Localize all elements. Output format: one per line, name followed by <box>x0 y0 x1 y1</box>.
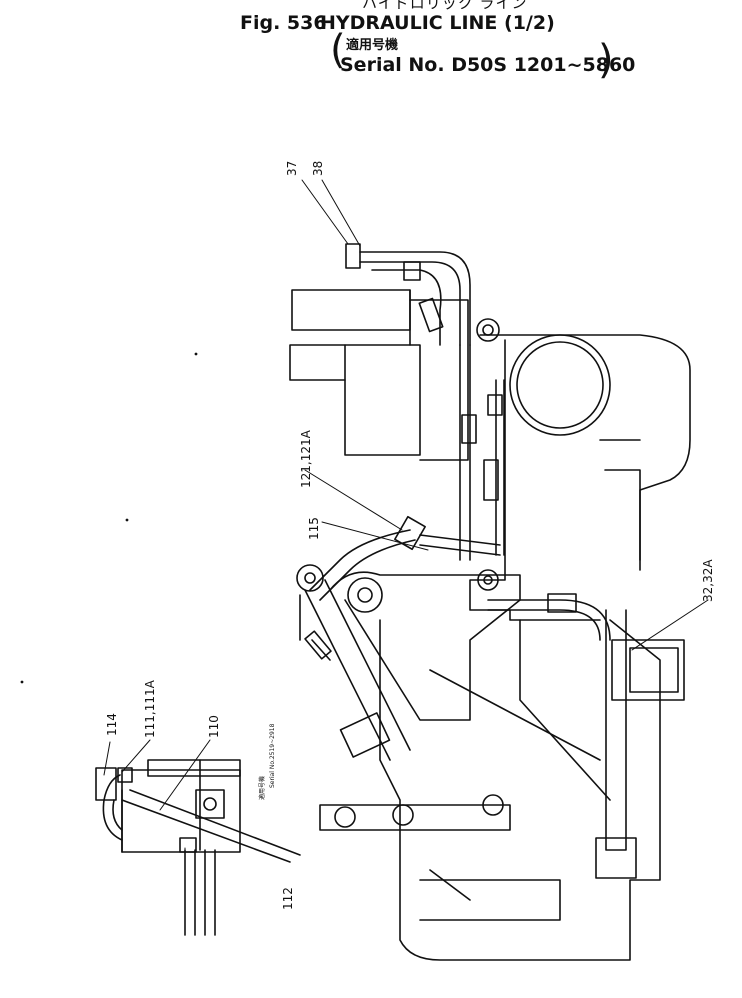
hose-top-2 <box>359 261 461 346</box>
figure-title: HYDRAULIC LINE (1/2) <box>320 12 555 34</box>
coupler-right <box>547 593 577 613</box>
inset-applicable-label: 適用号機 <box>258 776 266 800</box>
japanese-title: ハイドロリック ライン <box>362 0 528 12</box>
callout-112: 112 <box>281 887 295 910</box>
hose-right-loop <box>487 599 611 641</box>
inset-hose-diagonal-b <box>121 799 291 863</box>
link-pin-left <box>334 806 356 828</box>
link-pin-mid <box>392 804 414 826</box>
fitting-c <box>487 394 503 416</box>
bottom-valve <box>595 837 637 879</box>
filter-box <box>611 639 685 701</box>
curved-hose-boom <box>309 529 411 591</box>
pulley-top <box>476 318 500 342</box>
callout-111-111A: 111,111A <box>143 679 157 738</box>
hose-top-3 <box>371 269 442 346</box>
drawing-header: ハイドロリック ライン Fig. 536 HYDRAULIC LINE (1/2… <box>0 0 742 90</box>
inset-serial-note: Serial No.2519~2918 <box>269 723 276 788</box>
cylinder-pin-top <box>296 564 324 592</box>
pulley-mid <box>477 569 499 591</box>
callout-38: 38 <box>311 161 325 176</box>
callout-32-32A: 32,32A <box>701 559 715 602</box>
inset-coupler <box>95 767 117 801</box>
blade-link <box>319 804 511 831</box>
hood-plate <box>409 299 469 461</box>
fitting-a <box>461 414 477 444</box>
callout-115: 115 <box>307 517 321 540</box>
figure-number: Fig. 536 <box>240 12 327 34</box>
inset-hose-diagonal-a <box>129 789 301 856</box>
callout-110: 110 <box>207 715 221 738</box>
top-fitting <box>345 243 361 269</box>
serial-range: Serial No. D50S 1201~5860 <box>340 54 636 76</box>
lift-cylinder <box>304 589 391 761</box>
tank-block-lower <box>289 344 421 456</box>
callout-121-121A: 121,121A <box>299 429 313 488</box>
valve-elbow <box>394 515 426 551</box>
hose-top-1 <box>359 251 471 346</box>
left-paren: ( <box>330 27 346 73</box>
inset-block <box>195 789 225 819</box>
lower-body <box>379 619 661 961</box>
small-fitting-mid <box>418 297 444 333</box>
sprocket-wheel <box>509 334 611 436</box>
main-frame <box>479 334 691 561</box>
tank-block <box>291 289 411 331</box>
cylinder-body <box>339 712 391 758</box>
right-paren: ) <box>598 37 614 83</box>
boom-pin <box>347 577 383 613</box>
callout-114: 114 <box>105 713 119 736</box>
applicable-machines-label: 適用号機 <box>346 38 399 53</box>
track-frame <box>469 339 601 621</box>
callout-37: 37 <box>285 161 299 176</box>
cylinder-fitting <box>304 630 332 660</box>
inset-valve-body <box>121 769 241 853</box>
hose-to-valve <box>419 534 501 546</box>
right-column <box>605 609 627 851</box>
inset-detail <box>95 739 301 936</box>
fitting-b <box>483 459 499 501</box>
link-pin-right <box>482 794 504 816</box>
